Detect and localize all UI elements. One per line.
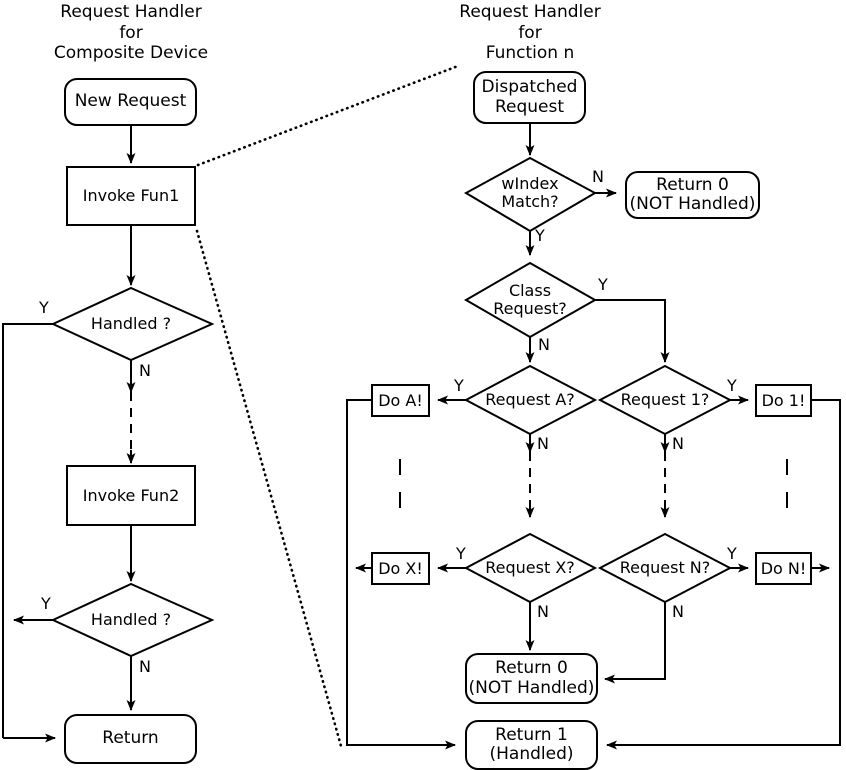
node-handled-2[interactable]: Handled ?: [90, 610, 172, 630]
edge-label-handled1-yes: Y: [39, 298, 49, 317]
node-do-n[interactable]: Do N!: [755, 552, 812, 585]
node-return[interactable]: Return: [64, 714, 197, 764]
node-request-n[interactable]: Request N?: [619, 558, 711, 578]
node-request-a[interactable]: Request A?: [485, 390, 575, 410]
edge-label-handled1-no: N: [139, 361, 151, 380]
node-do-1[interactable]: Do 1!: [755, 384, 812, 417]
node-request-1[interactable]: Request 1?: [620, 390, 710, 410]
edge-label-request-n-no: N: [672, 602, 684, 621]
node-invoke-fun2[interactable]: Invoke Fun2: [66, 465, 196, 526]
edge-label-request-a-yes: Y: [454, 376, 464, 395]
node-request-x[interactable]: Request X?: [485, 558, 575, 578]
edge-label-request-a-no: N: [537, 434, 549, 453]
edge-label-request-1-yes: Y: [727, 376, 737, 395]
edge-label-windex-yes: Y: [535, 226, 545, 245]
edge-label-request-1-no: N: [672, 434, 684, 453]
continuation-tick-left-lower: [399, 492, 401, 508]
edge-label-class-yes: Y: [598, 275, 608, 294]
node-do-x[interactable]: Do X!: [371, 552, 430, 585]
node-handled-1[interactable]: Handled ?: [90, 314, 172, 334]
edge-label-request-n-yes: Y: [727, 544, 737, 563]
edge-label-handled2-no: N: [139, 657, 151, 676]
node-windex-match[interactable]: wIndex Match?: [501, 174, 559, 211]
continuation-tick-right-lower: [786, 492, 788, 508]
title-left-flow: Request Handler for Composite Device: [53, 2, 209, 64]
edge-label-windex-no: N: [592, 167, 604, 186]
node-new-request[interactable]: New Request: [64, 78, 197, 126]
dotted-connector-top: [196, 64, 460, 167]
continuation-tick-right-upper: [786, 459, 788, 475]
node-dispatched-request[interactable]: Dispatched Request: [473, 71, 586, 124]
node-return0-bottom[interactable]: Return 0 (NOT Handled): [465, 653, 598, 704]
dotted-connector-bottom: [195, 229, 343, 748]
node-return0-top[interactable]: Return 0 (NOT Handled): [625, 171, 760, 219]
node-invoke-fun1[interactable]: Invoke Fun1: [66, 166, 196, 226]
edge-label-handled2-yes: Y: [41, 594, 51, 613]
node-class-request[interactable]: Class Request?: [493, 281, 567, 318]
edge-label-request-x-yes: Y: [456, 544, 466, 563]
edge-label-request-x-no: N: [537, 602, 549, 621]
title-right-flow: Request Handler for Function n: [459, 2, 601, 64]
node-do-a[interactable]: Do A!: [371, 384, 430, 417]
edge-label-class-no: N: [538, 335, 550, 354]
node-return1[interactable]: Return 1 (Handled): [465, 720, 598, 770]
continuation-tick-left-upper: [399, 459, 401, 475]
